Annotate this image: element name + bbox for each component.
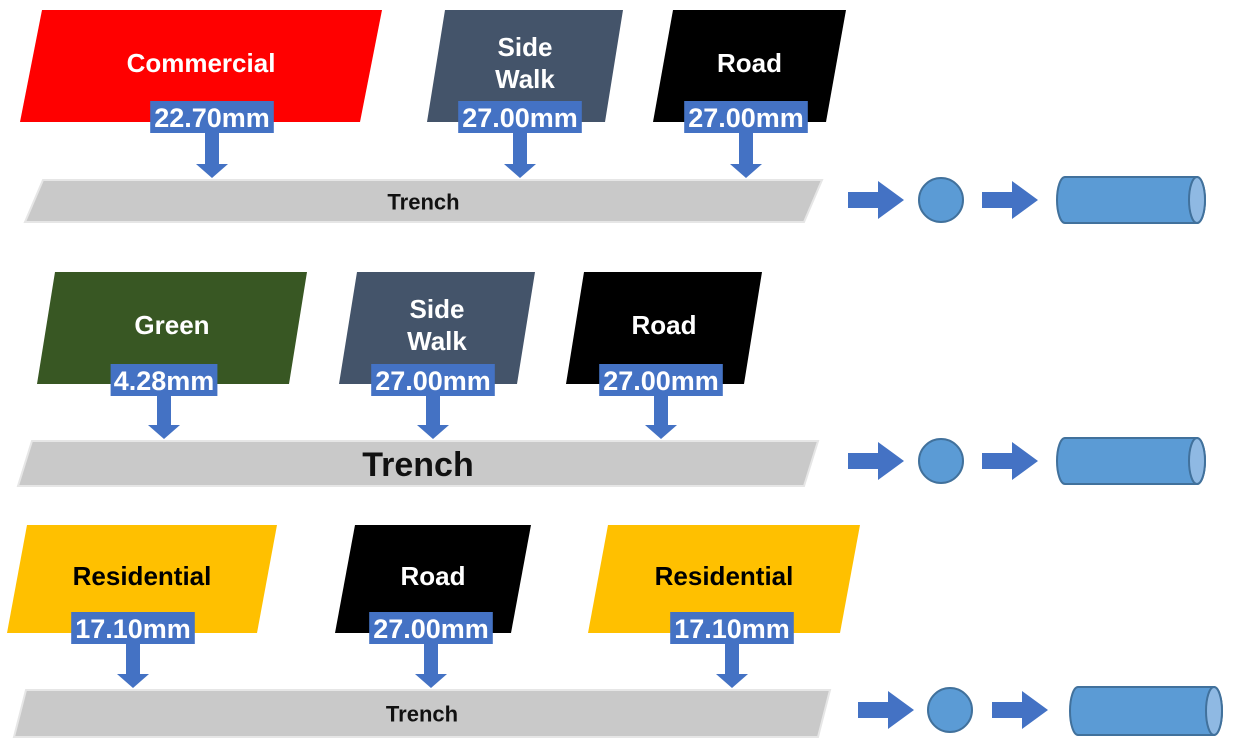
trench-bar: [12, 689, 832, 738]
surface-label: Road: [401, 561, 466, 591]
down-arrow-icon: [645, 394, 677, 439]
down-arrow-icon: [730, 131, 762, 178]
value-label-box: [71, 612, 195, 644]
right-arrow-icon: [848, 181, 904, 219]
surface-block: [427, 10, 623, 122]
runoff-value: 4.28mm: [114, 366, 215, 396]
runoff-value: 27.00mm: [688, 103, 804, 133]
surface-label: Green: [134, 310, 209, 340]
runoff-value: 27.00mm: [375, 366, 491, 396]
value-label-box: [110, 364, 218, 396]
runoff-value: 27.00mm: [373, 614, 489, 644]
surface-label: Residential: [73, 561, 212, 591]
trench-label: Trench: [362, 446, 473, 484]
right-arrow-icon: [848, 442, 904, 480]
surface-label: Commercial: [127, 48, 276, 78]
trench-label: Trench: [387, 190, 459, 215]
right-arrow-icon: [982, 181, 1038, 219]
runoff-value: 17.10mm: [75, 614, 191, 644]
surface-label: Road: [632, 310, 697, 340]
down-arrow-icon: [196, 131, 228, 178]
pipe-body: [1056, 176, 1206, 224]
surface-label: Walk: [407, 326, 467, 356]
runoff-value: 17.10mm: [674, 614, 790, 644]
value-label-box: [371, 364, 495, 396]
value-label-box: [458, 101, 582, 133]
surface-block: [37, 272, 307, 384]
value-label-box: [369, 612, 493, 644]
circle-node-icon: [918, 438, 964, 484]
down-arrow-icon: [716, 642, 748, 688]
value-label-box: [684, 101, 808, 133]
down-arrow-icon: [148, 394, 180, 439]
right-arrow-icon: [992, 691, 1048, 729]
diagram-row-3: Trench Residential 17.10mm Road 27.00mm Resid…: [7, 525, 1223, 738]
runoff-value: 27.00mm: [462, 103, 578, 133]
cylinder-pipe-icon: [1056, 437, 1206, 485]
runoff-value: 27.00mm: [603, 366, 719, 396]
surface-label: Road: [717, 48, 782, 78]
surface-block: [588, 525, 860, 633]
trench-bar: [16, 440, 820, 487]
right-arrow-icon: [858, 691, 914, 729]
surface-block: [339, 272, 535, 384]
cylinder-pipe-icon: [1056, 176, 1206, 224]
pipe-end: [1188, 176, 1206, 224]
value-label-box: [670, 612, 794, 644]
trench-bar: [23, 179, 824, 223]
pipe-body: [1069, 686, 1223, 736]
value-label-box: [599, 364, 723, 396]
down-arrow-icon: [415, 642, 447, 688]
pipe-end: [1205, 686, 1223, 736]
pipe-end: [1188, 437, 1206, 485]
trench-label: Trench: [386, 702, 458, 727]
value-label-box: [150, 101, 274, 133]
surface-block: [653, 10, 846, 122]
runoff-value: 22.70mm: [154, 103, 270, 133]
surface-block: [7, 525, 277, 633]
surface-label: Side: [410, 294, 465, 324]
right-arrow-icon: [982, 442, 1038, 480]
cylinder-pipe-icon: [1069, 686, 1223, 736]
circle-node-icon: [918, 177, 964, 223]
surface-label: Side: [498, 32, 553, 62]
surface-label: Walk: [495, 64, 555, 94]
pipe-body: [1056, 437, 1206, 485]
surface-block: [335, 525, 531, 633]
down-arrow-icon: [117, 642, 149, 688]
down-arrow-icon: [504, 131, 536, 178]
surface-block: [566, 272, 762, 384]
surface-label: Residential: [655, 561, 794, 591]
down-arrow-icon: [417, 394, 449, 439]
circle-node-icon: [927, 687, 973, 733]
surface-block: [20, 10, 382, 122]
